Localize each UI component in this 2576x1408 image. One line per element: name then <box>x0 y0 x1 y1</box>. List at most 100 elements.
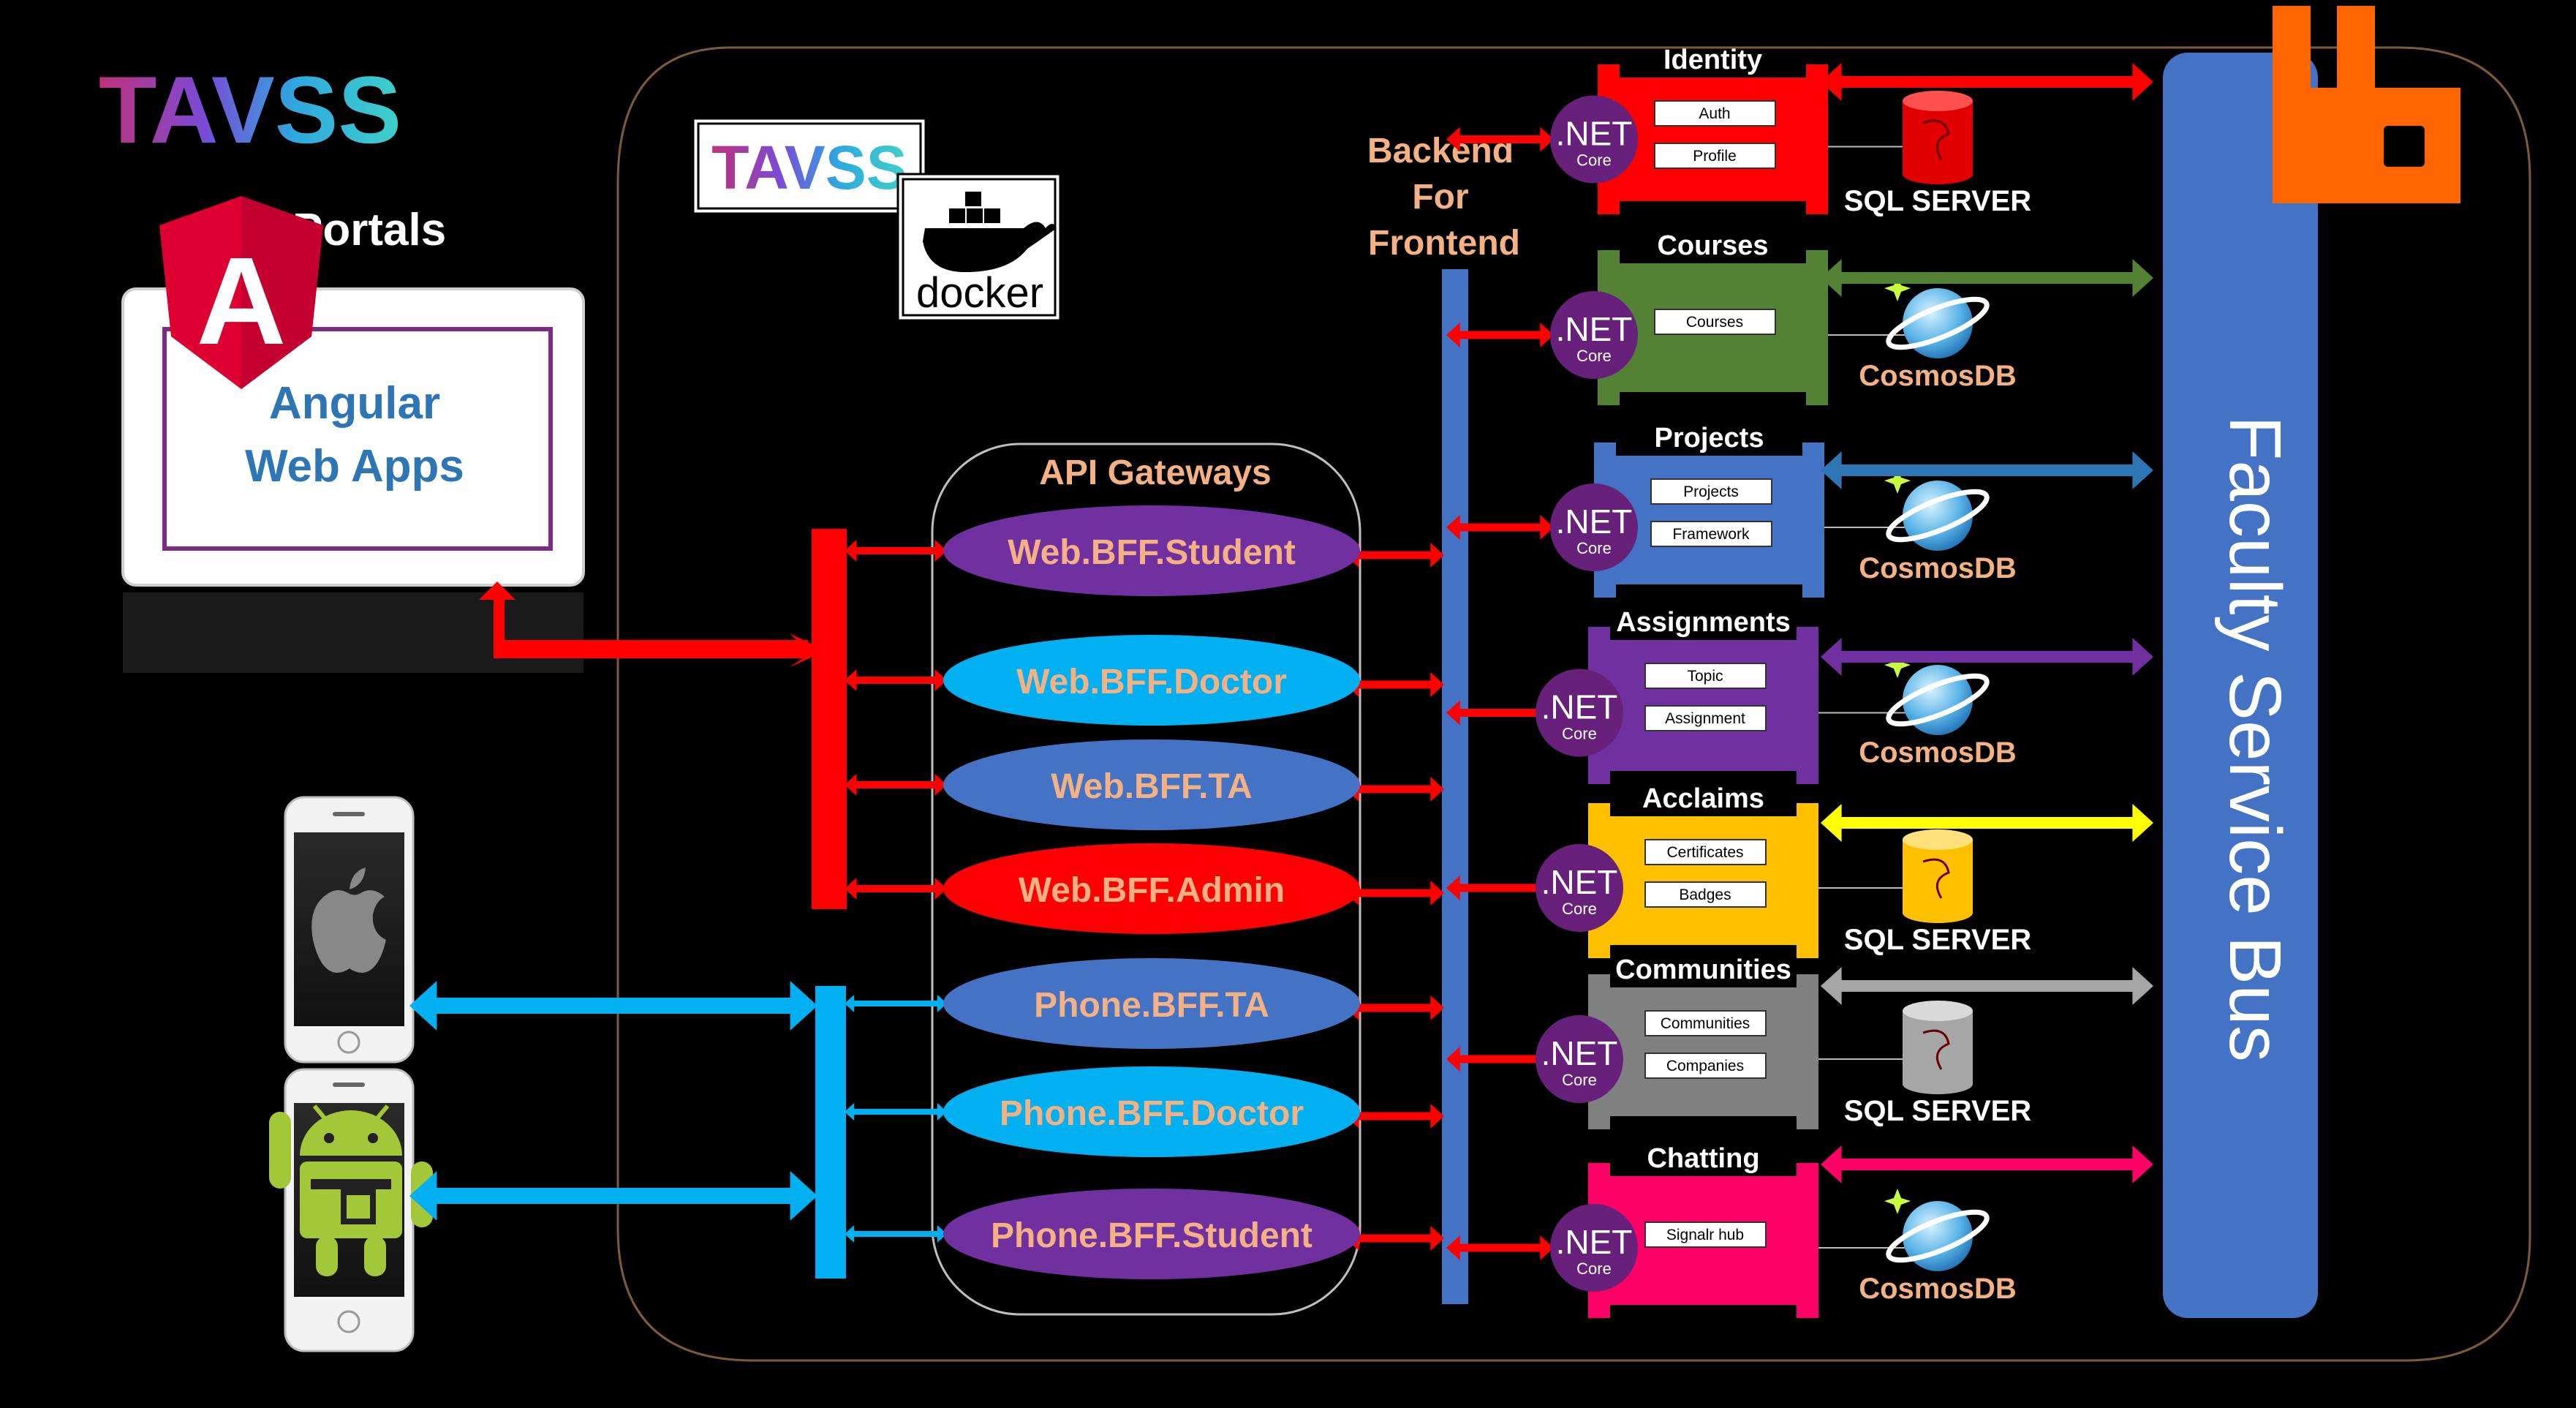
web-link <box>479 529 847 909</box>
api-gateways-box <box>931 443 1361 1316</box>
service-bus-arrow <box>1821 638 2153 676</box>
svg-text:A: A <box>197 232 287 371</box>
module-label: Topic <box>1687 668 1723 685</box>
iphone-link-arrow <box>409 981 817 1031</box>
bff-label-line2: For <box>1412 178 1468 217</box>
svg-text:.NET: .NET <box>1556 115 1633 153</box>
system-boundary <box>616 46 2531 1362</box>
gateway-ellipse <box>943 739 1360 830</box>
gateway-label: Web.BFF.Doctor <box>1016 663 1287 701</box>
svg-text:Core: Core <box>1576 1260 1612 1278</box>
bff-service-arrow <box>1446 876 1554 900</box>
svg-text:.NET: .NET <box>1556 310 1633 348</box>
angular-web-apps-panel: Angular Web Apps <box>121 287 585 673</box>
db-label: CosmosDB <box>1859 737 2017 769</box>
gateway-inbound-arrow <box>845 995 947 1012</box>
db-label: SQL SERVER <box>1844 924 2032 956</box>
module-label: Projects <box>1683 483 1739 500</box>
module-label: Profile <box>1693 148 1737 165</box>
faculty-service-bus: Faculty Service Bus <box>2163 53 2318 1318</box>
angular-icon: A <box>159 196 323 389</box>
service-communities: CommunitiesCommunitiesCompanies.NETCoreS… <box>1446 955 2153 1129</box>
module-box <box>1644 663 1767 689</box>
service-bus-arrow <box>1821 804 2153 842</box>
bff-service-arrow <box>1446 127 1554 152</box>
db-label: SQL SERVER <box>1844 1095 2032 1127</box>
gateway-bff-arrow <box>1345 1104 1444 1129</box>
svg-text:Core: Core <box>1562 1071 1597 1089</box>
service-body <box>1588 816 1818 945</box>
db-label: CosmosDB <box>1859 360 2017 392</box>
service-projects: ProjectsProjectsFramework.NETCoreCosmosD… <box>1446 423 2153 598</box>
gateway-inbound-arrow <box>845 540 947 562</box>
module-box <box>1644 705 1767 731</box>
svg-text:.NET: .NET <box>1541 1034 1618 1072</box>
gateway-inbound-arrow <box>845 669 947 691</box>
sql-server-icon <box>1903 829 1973 923</box>
module-label: Framework <box>1672 526 1750 543</box>
module-box <box>1644 881 1767 908</box>
module-box <box>1654 143 1776 169</box>
cosmosdb-icon <box>1884 1189 1990 1271</box>
gateway-label: Phone.BFF.Student <box>991 1216 1312 1255</box>
gateway-inbound-arrow <box>845 774 947 796</box>
tavss-badge-text: TAVSS <box>711 133 907 202</box>
service-bus-arrow <box>1821 967 2153 1005</box>
service-bus-arrow <box>1821 63 2153 101</box>
gateway-ellipse <box>943 505 1360 596</box>
gateway-4: Phone.BFF.TA <box>845 958 1444 1049</box>
gateway-inbound-arrow <box>845 1225 947 1243</box>
bff-service-arrow <box>1446 700 1554 726</box>
cosmosdb-icon <box>1884 652 1990 735</box>
cosmosdb-icon <box>1884 276 1990 358</box>
gateway-bff-arrow <box>1345 672 1444 697</box>
module-label: Auth <box>1699 105 1730 122</box>
cosmosdb-icon <box>1884 468 1990 551</box>
gateway-3: Web.BFF.Admin <box>845 843 1444 934</box>
gateway-0: Web.BFF.Student <box>845 505 1444 596</box>
module-box <box>1650 521 1772 547</box>
apple-icon <box>311 867 386 973</box>
gateway-2: Web.BFF.TA <box>845 739 1444 830</box>
module-box <box>1654 100 1776 127</box>
gateway-6: Phone.BFF.Student <box>845 1189 1444 1279</box>
api-gateways-title: API Gateways <box>1039 453 1271 492</box>
module-box <box>1650 478 1772 505</box>
service-title: Chatting <box>1647 1143 1759 1174</box>
svg-text:Core: Core <box>1562 900 1597 918</box>
db-label: CosmosDB <box>1859 552 2017 584</box>
service-title: Identity <box>1663 45 1762 75</box>
module-box <box>1654 309 1776 335</box>
svg-text:Core: Core <box>1562 725 1597 743</box>
gateway-ellipse <box>943 635 1360 726</box>
sql-server-icon <box>1903 1001 1973 1094</box>
bff-service-arrow <box>1446 515 1554 540</box>
gateway-bff-arrow <box>1345 777 1444 802</box>
gateway-ellipse <box>943 1189 1360 1279</box>
svg-text:Core: Core <box>1576 539 1612 557</box>
bff-service-arrow <box>1446 323 1554 347</box>
gateway-label: Web.BFF.TA <box>1051 767 1253 806</box>
service-bus-label: Faculty Service Bus <box>2214 415 2296 1062</box>
module-label: Communities <box>1661 1015 1750 1032</box>
module-label: Companies <box>1666 1058 1744 1074</box>
module-box <box>1644 1010 1767 1036</box>
service-title: Projects <box>1655 423 1764 453</box>
service-title: Communities <box>1615 955 1791 985</box>
module-label: Assignment <box>1665 710 1745 727</box>
svg-text:Core: Core <box>1576 347 1612 365</box>
gateway-1: Web.BFF.Doctor <box>845 635 1444 726</box>
gateway-inbound-arrow <box>845 878 947 900</box>
svg-text:.NET: .NET <box>1556 1223 1633 1261</box>
service-bus-arrow <box>1821 1145 2153 1183</box>
gateway-label: Web.BFF.Student <box>1008 533 1296 572</box>
module-label: Certificates <box>1666 844 1743 861</box>
